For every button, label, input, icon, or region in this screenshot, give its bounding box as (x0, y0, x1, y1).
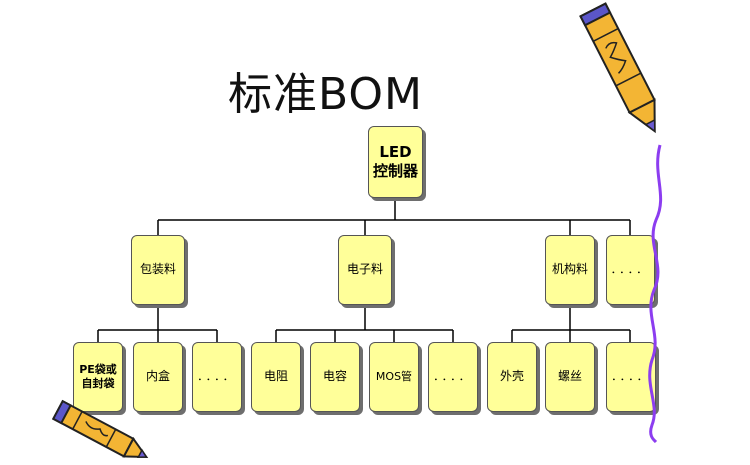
node-more-packaging: ．．．． (192, 342, 242, 412)
node-packaging: 包装料 (131, 235, 185, 305)
page-title: 标准BOM (228, 69, 424, 120)
node-more-electronic: ．．．． (428, 342, 478, 412)
node-root: LED 控制器 (368, 126, 423, 198)
node-inner-box: 内盒 (133, 342, 183, 412)
node-pe-bag: PE袋或 自封袋 (73, 342, 123, 412)
node-mos: MOS管 (369, 342, 419, 412)
node-more-mechanical: ．．．． (606, 342, 656, 412)
node-more-level1: ．．．． (606, 235, 655, 305)
node-capacitor: 电容 (310, 342, 360, 412)
node-housing: 外壳 (487, 342, 537, 412)
node-mechanical: 机构料 (545, 235, 595, 305)
node-resistor: 电阻 (251, 342, 301, 412)
node-electronic: 电子料 (338, 235, 392, 305)
node-screw: 螺丝 (545, 342, 595, 412)
